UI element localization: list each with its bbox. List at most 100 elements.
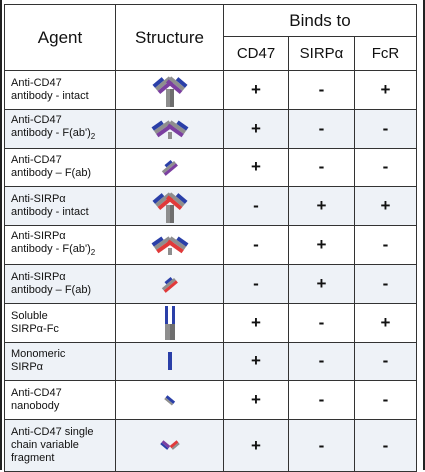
structure-cell: [115, 419, 224, 472]
cd47-binding: +: [223, 419, 289, 472]
agent-line-1: Soluble: [11, 309, 48, 322]
cd47-binding: +: [223, 147, 289, 188]
agent-line-2-wrap: antibody – F(ab): [11, 284, 115, 297]
sirpa-binding: -: [288, 380, 355, 421]
sirpa-binding: -: [288, 70, 355, 110]
agent-cell: Anti-SIRPα antibody - F(ab')2: [4, 225, 116, 265]
right-edge-line: [423, 0, 425, 470]
sirpa-binding: +: [288, 263, 355, 304]
agent-cell: Anti-CD47 antibody – F(ab): [4, 147, 116, 188]
agent-line-1: Anti-CD47 single: [11, 426, 94, 439]
structure-cell: [115, 341, 224, 382]
table-row: Soluble SIRPα-Fc +-+: [4, 302, 417, 343]
table-row: Anti-SIRPα antibody - intact -++: [4, 186, 417, 227]
agent-line-2: antibody - F(ab'): [11, 127, 91, 140]
sirpa-binding: -: [288, 108, 355, 149]
monomeric-sirpa-icon: [116, 350, 223, 372]
agent-line-1: Anti-SIRPα: [11, 230, 66, 243]
agent-line-1: Anti-CD47: [11, 76, 62, 89]
structure-header: Structure: [115, 4, 224, 71]
structure-cell: [115, 380, 224, 421]
fcr-binding: -: [354, 225, 417, 265]
agent-line-2: SIRPα-Fc: [11, 322, 59, 335]
agent-line-2: antibody - F(ab'): [11, 243, 91, 256]
binds-to-header: Binds to: [223, 4, 417, 37]
agent-line-2: chain variable: [11, 439, 79, 452]
structure-cell: [115, 263, 224, 304]
sirpa-fc-icon: [116, 305, 223, 341]
agent-line-3: fragment: [11, 452, 55, 465]
agent-line-2: antibody - intact: [11, 89, 89, 102]
agent-cell: Anti-CD47 antibody - intact: [4, 70, 116, 110]
table-row: Monomeric SIRPα +--: [4, 341, 417, 382]
sirpa-binding: -: [288, 147, 355, 188]
cd47-binding: -: [223, 186, 289, 227]
agent-line-2-wrap: antibody – F(ab): [11, 167, 115, 180]
agent-line-1: Anti-CD47: [11, 154, 62, 167]
fcr-binding: -: [354, 419, 417, 472]
agent-line-2-wrap: nanobody: [11, 400, 115, 413]
structure-cell: [115, 147, 224, 188]
agent-line-1: Anti-CD47: [11, 387, 62, 400]
agent-cell: Monomeric SIRPα: [4, 341, 116, 382]
agent-line-2: antibody - intact: [11, 206, 89, 219]
structure-cell: [115, 186, 224, 227]
agent-cell: Anti-CD47 antibody - F(ab')2: [4, 108, 116, 149]
cd47-header: CD47: [223, 36, 289, 71]
sirpa-binding: -: [288, 302, 355, 343]
agent-line-2: SIRPα: [11, 361, 44, 374]
agent-cell: Anti-CD47 nanobody: [4, 380, 116, 421]
table-row: Anti-SIRPα antibody - F(ab')2 -+-: [4, 225, 417, 265]
cd47-binding: +: [223, 108, 289, 149]
fcr-binding: +: [354, 186, 417, 227]
table-row: Anti-CD47 nanobody +--: [4, 380, 417, 421]
agent-line-1: Anti-SIRPα: [11, 193, 66, 206]
structure-cell: [115, 225, 224, 265]
agent-line-2-wrap: antibody - intact: [11, 206, 115, 219]
sirpa-binding: +: [288, 225, 355, 265]
agent-line-1: Monomeric: [11, 348, 66, 361]
sirpa-binding: +: [288, 186, 355, 227]
fab2-purple-icon: [116, 116, 223, 142]
table-row: Anti-CD47 single chain variable fragment…: [4, 419, 417, 472]
structure-cell: [115, 302, 224, 343]
agent-line-1: Anti-SIRPα: [11, 270, 66, 283]
fab-purple-icon: [116, 157, 223, 177]
sirpa-binding: -: [288, 419, 355, 472]
agent-line-2: antibody – F(ab): [11, 167, 92, 180]
cd47-binding: +: [223, 302, 289, 343]
agent-cell: Anti-SIRPα antibody – F(ab): [4, 263, 116, 304]
fcr-binding: -: [354, 108, 417, 149]
fcr-header: FcR: [354, 36, 417, 71]
agent-cell: Soluble SIRPα-Fc: [4, 302, 116, 343]
agent-line-2-wrap: antibody - F(ab')2: [11, 243, 115, 259]
left-edge-line: [0, 0, 2, 470]
agent-line-2-wrap: SIRPα: [11, 361, 115, 374]
agent-cell: Anti-CD47 single chain variable fragment: [4, 419, 116, 472]
fcr-binding: +: [354, 302, 417, 343]
table-row: Anti-SIRPα antibody – F(ab) -+-: [4, 263, 417, 304]
cd47-binding: -: [223, 225, 289, 265]
agent-line-1: Anti-CD47: [11, 114, 62, 127]
fab-red-icon: [116, 274, 223, 294]
fcr-binding: +: [354, 70, 417, 110]
agent-subscript: 2: [90, 132, 96, 142]
agent-subscript: 2: [90, 248, 96, 258]
fcr-binding: -: [354, 341, 417, 382]
cd47-binding: +: [223, 380, 289, 421]
table-row: Anti-CD47 antibody - intact +-+: [4, 70, 417, 110]
antibody-intact-purple-icon: [116, 72, 223, 108]
agent-line-2: nanobody: [11, 400, 60, 413]
cd47-binding: +: [223, 341, 289, 382]
sirpa-binding: -: [288, 341, 355, 382]
nanobody-icon: [116, 394, 223, 406]
antibody-intact-red-icon: [116, 188, 223, 224]
fcr-binding: -: [354, 147, 417, 188]
table-row: Anti-CD47 antibody - F(ab')2 +--: [4, 108, 417, 149]
agent-line-2-wrap: antibody - F(ab')2: [11, 127, 115, 143]
agent-line-2-wrap: chain variable: [11, 439, 115, 452]
table-row: Anti-CD47 antibody – F(ab) +--: [4, 147, 417, 188]
binding-table: Agent Structure Binds to CD47 SIRPα FcR …: [4, 4, 417, 472]
fcr-binding: -: [354, 263, 417, 304]
agent-line-2: antibody – F(ab): [11, 283, 92, 296]
